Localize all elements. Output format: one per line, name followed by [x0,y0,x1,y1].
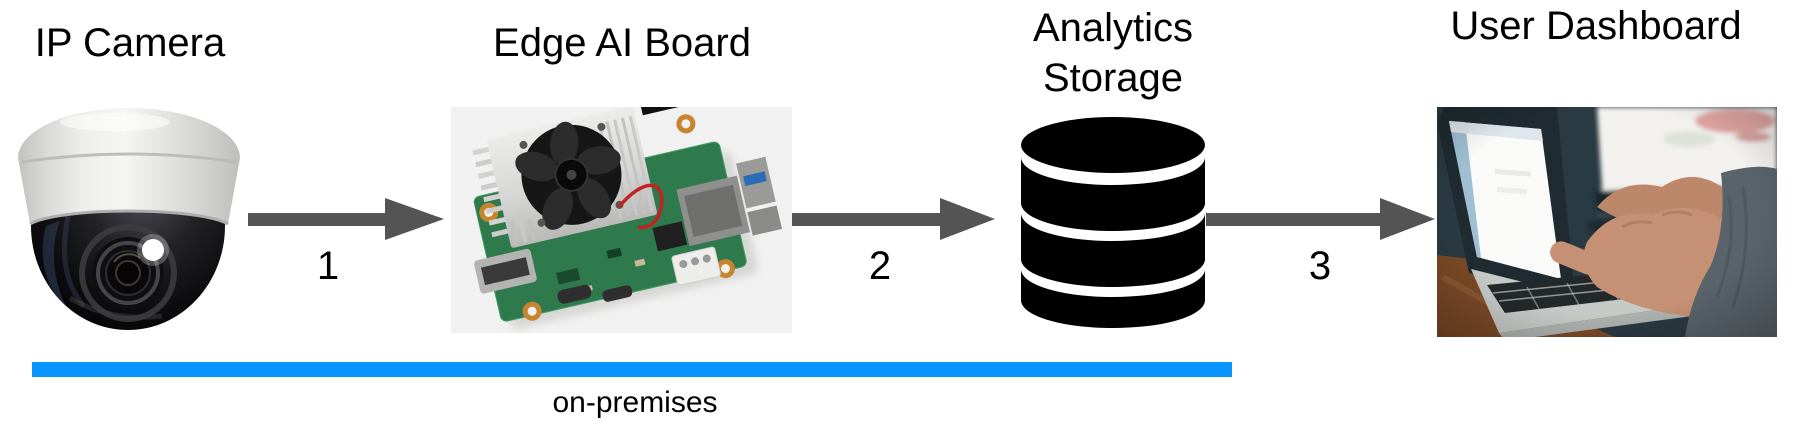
node-title-ip-camera: IP Camera [34,21,226,65]
arrow-3-label: 3 [1308,244,1332,288]
arrow-2-label: 2 [868,244,892,288]
arrow-2-icon [792,196,995,247]
laptop-typing-photo [1437,107,1777,337]
node-title-analytics-storage: Analytics Storage [1032,6,1194,100]
on-premises-zone-label: on-premises [552,386,718,419]
arrow-1-label: 1 [316,244,340,288]
on-premises-zone-bar [32,362,1232,377]
node-title-user-dashboard: User Dashboard [1450,4,1742,48]
arrow-1-icon [248,196,444,247]
dome-camera-illustration [10,106,248,338]
arrow-3-icon [1206,196,1435,247]
node-title-edge-ai-board: Edge AI Board [493,21,751,65]
coral-dev-board-photo [451,107,792,333]
database-icon [1018,115,1208,330]
